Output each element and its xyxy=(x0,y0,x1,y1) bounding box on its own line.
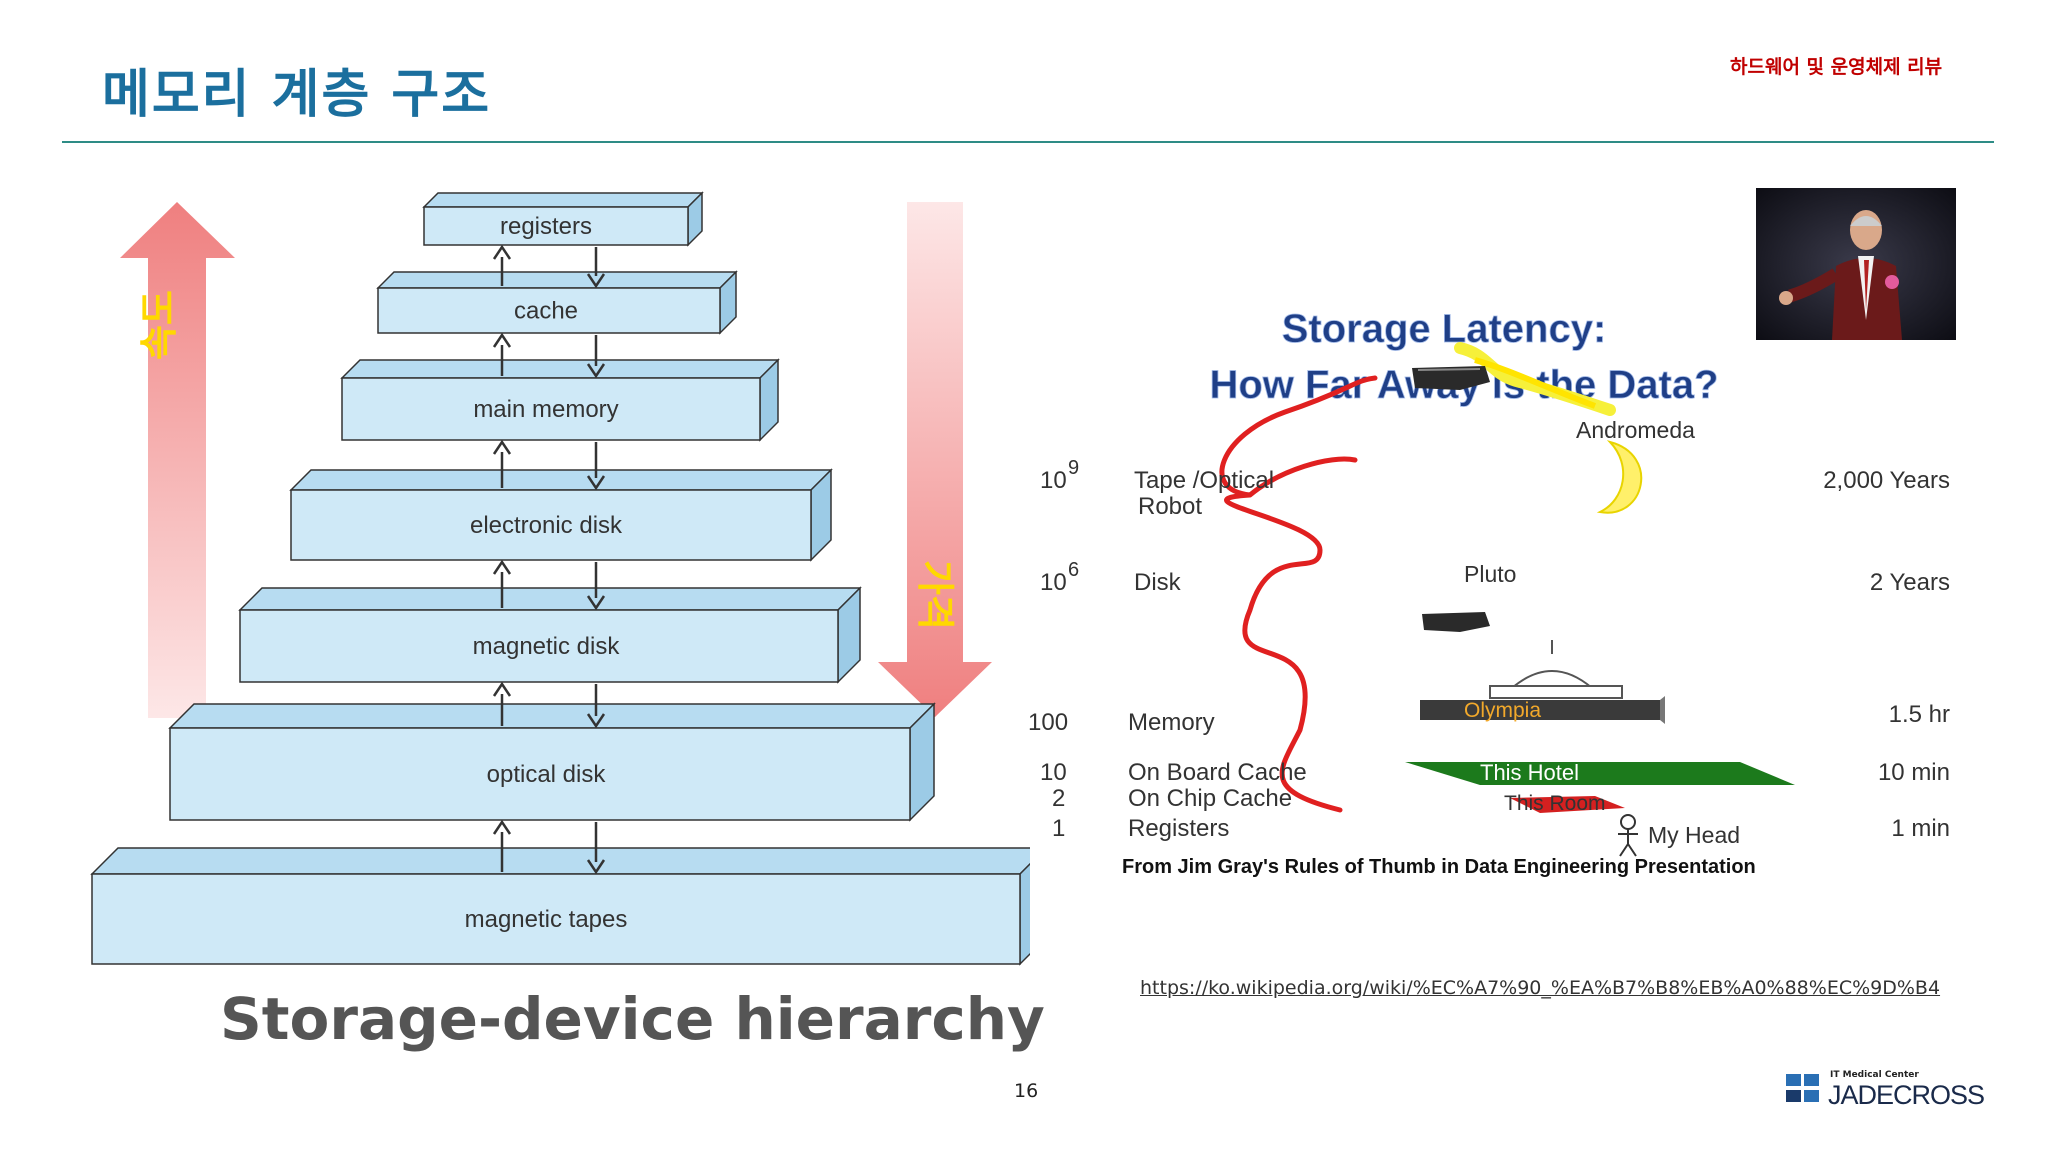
latency-credit: From Jim Gray's Rules of Thumb in Data E… xyxy=(1122,856,1756,878)
hierarchy-levels: registers cache main memory electronic disk… xyxy=(90,191,1030,966)
latency-item: On Board Cache xyxy=(1128,759,1307,786)
source-link[interactable]: https://ko.wikipedia.org/wiki/%EC%A7%90_… xyxy=(1140,977,1941,999)
flow-arrow-down xyxy=(586,442,606,491)
hierarchy-level-label: electronic disk xyxy=(470,512,623,539)
hierarchy-level-label: registers xyxy=(500,213,592,240)
place-my-head: My Head xyxy=(1648,822,1740,848)
place-this-hotel: This Hotel xyxy=(1480,760,1579,785)
hierarchy-level-label: magnetic disk xyxy=(473,633,621,660)
latency-time: 2,000 Years xyxy=(1823,467,1950,494)
flow-arrow-up xyxy=(492,244,512,286)
my-head-figure-icon xyxy=(1618,814,1638,857)
hierarchy-level-label: cache xyxy=(514,298,578,325)
place-pluto: Pluto xyxy=(1464,561,1516,587)
pluto-crescent-icon xyxy=(1596,440,1643,514)
header-divider xyxy=(62,141,1994,143)
page-title: 메모리 계층 구조 xyxy=(102,65,492,125)
latency-time: 10 min xyxy=(1878,759,1950,786)
hierarchy-flow-arrows xyxy=(492,244,606,875)
disk-drive-icon xyxy=(1422,612,1490,632)
latency-time: 2 Years xyxy=(1870,569,1950,596)
hierarchy-level-box: electronic disk xyxy=(289,468,833,562)
hierarchy-level-box: magnetic disk xyxy=(238,586,862,684)
flow-arrow-up xyxy=(492,681,512,726)
flow-arrow-up xyxy=(492,559,512,608)
latency-magnitude-power: 9 xyxy=(1068,457,1079,479)
flow-arrow-down xyxy=(586,684,606,729)
flow-arrow-up xyxy=(492,332,512,376)
andromeda-galaxy-icon xyxy=(1454,342,1616,416)
latency-item: On Chip Cache xyxy=(1128,785,1292,812)
hierarchy-level-label: optical disk xyxy=(487,761,607,788)
latency-item: Disk xyxy=(1134,569,1182,596)
page-number: 16 xyxy=(1014,1080,1039,1102)
latency-magnitude: 2 xyxy=(1052,785,1065,812)
header-subtitle: 하드웨어 및 운영체제 리뷰 xyxy=(1730,56,1943,78)
latency-item: Memory xyxy=(1128,709,1215,736)
flow-arrow-down xyxy=(586,822,606,875)
price-label: 가격 xyxy=(913,560,957,630)
flow-arrow-up xyxy=(492,819,512,872)
storage-hierarchy-diagram: 속도 가격 registers cache main memory electroni… xyxy=(90,191,1030,966)
latency-magnitude-power: 6 xyxy=(1068,559,1079,581)
storage-latency-figure: Storage Latency: How Far Away is the Dat… xyxy=(1028,188,1956,878)
speed-arrow xyxy=(120,202,235,718)
latency-time: 1 min xyxy=(1891,815,1950,842)
latency-path xyxy=(1219,375,1378,813)
hierarchy-level-label: main memory xyxy=(473,396,618,423)
speed-label: 속도 xyxy=(137,290,181,360)
flow-arrow-down xyxy=(586,335,606,379)
room-icon xyxy=(1510,796,1625,813)
latency-title-line1: Storage Latency: xyxy=(1282,307,1607,351)
place-this-room: This Room xyxy=(1504,792,1606,815)
hierarchy-level-label: magnetic tapes xyxy=(465,906,628,933)
latency-magnitude: 10 xyxy=(1040,467,1067,494)
logo-small-text: IT Medical Center xyxy=(1830,1070,1919,1080)
price-arrow xyxy=(878,202,992,717)
latency-magnitude: 10 xyxy=(1040,569,1067,596)
hotel-icon xyxy=(1405,762,1795,785)
flow-arrow-down xyxy=(586,562,606,611)
jadecross-logo: IT Medical Center JADECROSS xyxy=(1786,1070,1985,1110)
logo-text: JADECROSS xyxy=(1828,1080,1985,1110)
hierarchy-level-box: cache xyxy=(376,270,738,335)
hierarchy-caption: Storage-device hierarchy xyxy=(220,985,1045,1053)
latency-item: Registers xyxy=(1128,815,1229,842)
hierarchy-level-box: optical disk xyxy=(168,702,936,822)
hierarchy-level-box: magnetic tapes xyxy=(90,847,1030,966)
latency-magnitude: 1 xyxy=(1052,815,1065,842)
speaker-photo xyxy=(1756,188,1956,340)
latency-item-line2: Robot xyxy=(1138,493,1202,520)
hierarchy-level-box: main memory xyxy=(340,358,780,442)
tape-robot-icon xyxy=(1412,366,1490,390)
latency-magnitude: 10 xyxy=(1040,759,1067,786)
place-olympia: Olympia xyxy=(1464,699,1541,722)
logo-squares-icon xyxy=(1786,1074,1819,1102)
hierarchy-level-box: registers xyxy=(422,191,704,247)
latency-magnitude: 100 xyxy=(1028,709,1068,736)
latency-item: Tape /Optical xyxy=(1134,467,1274,494)
flow-arrow-down xyxy=(586,247,606,289)
latency-time: 1.5 hr xyxy=(1889,701,1950,728)
olympia-building-icon xyxy=(1420,640,1665,724)
place-andromeda: Andromeda xyxy=(1576,417,1695,443)
flow-arrow-up xyxy=(492,439,512,488)
